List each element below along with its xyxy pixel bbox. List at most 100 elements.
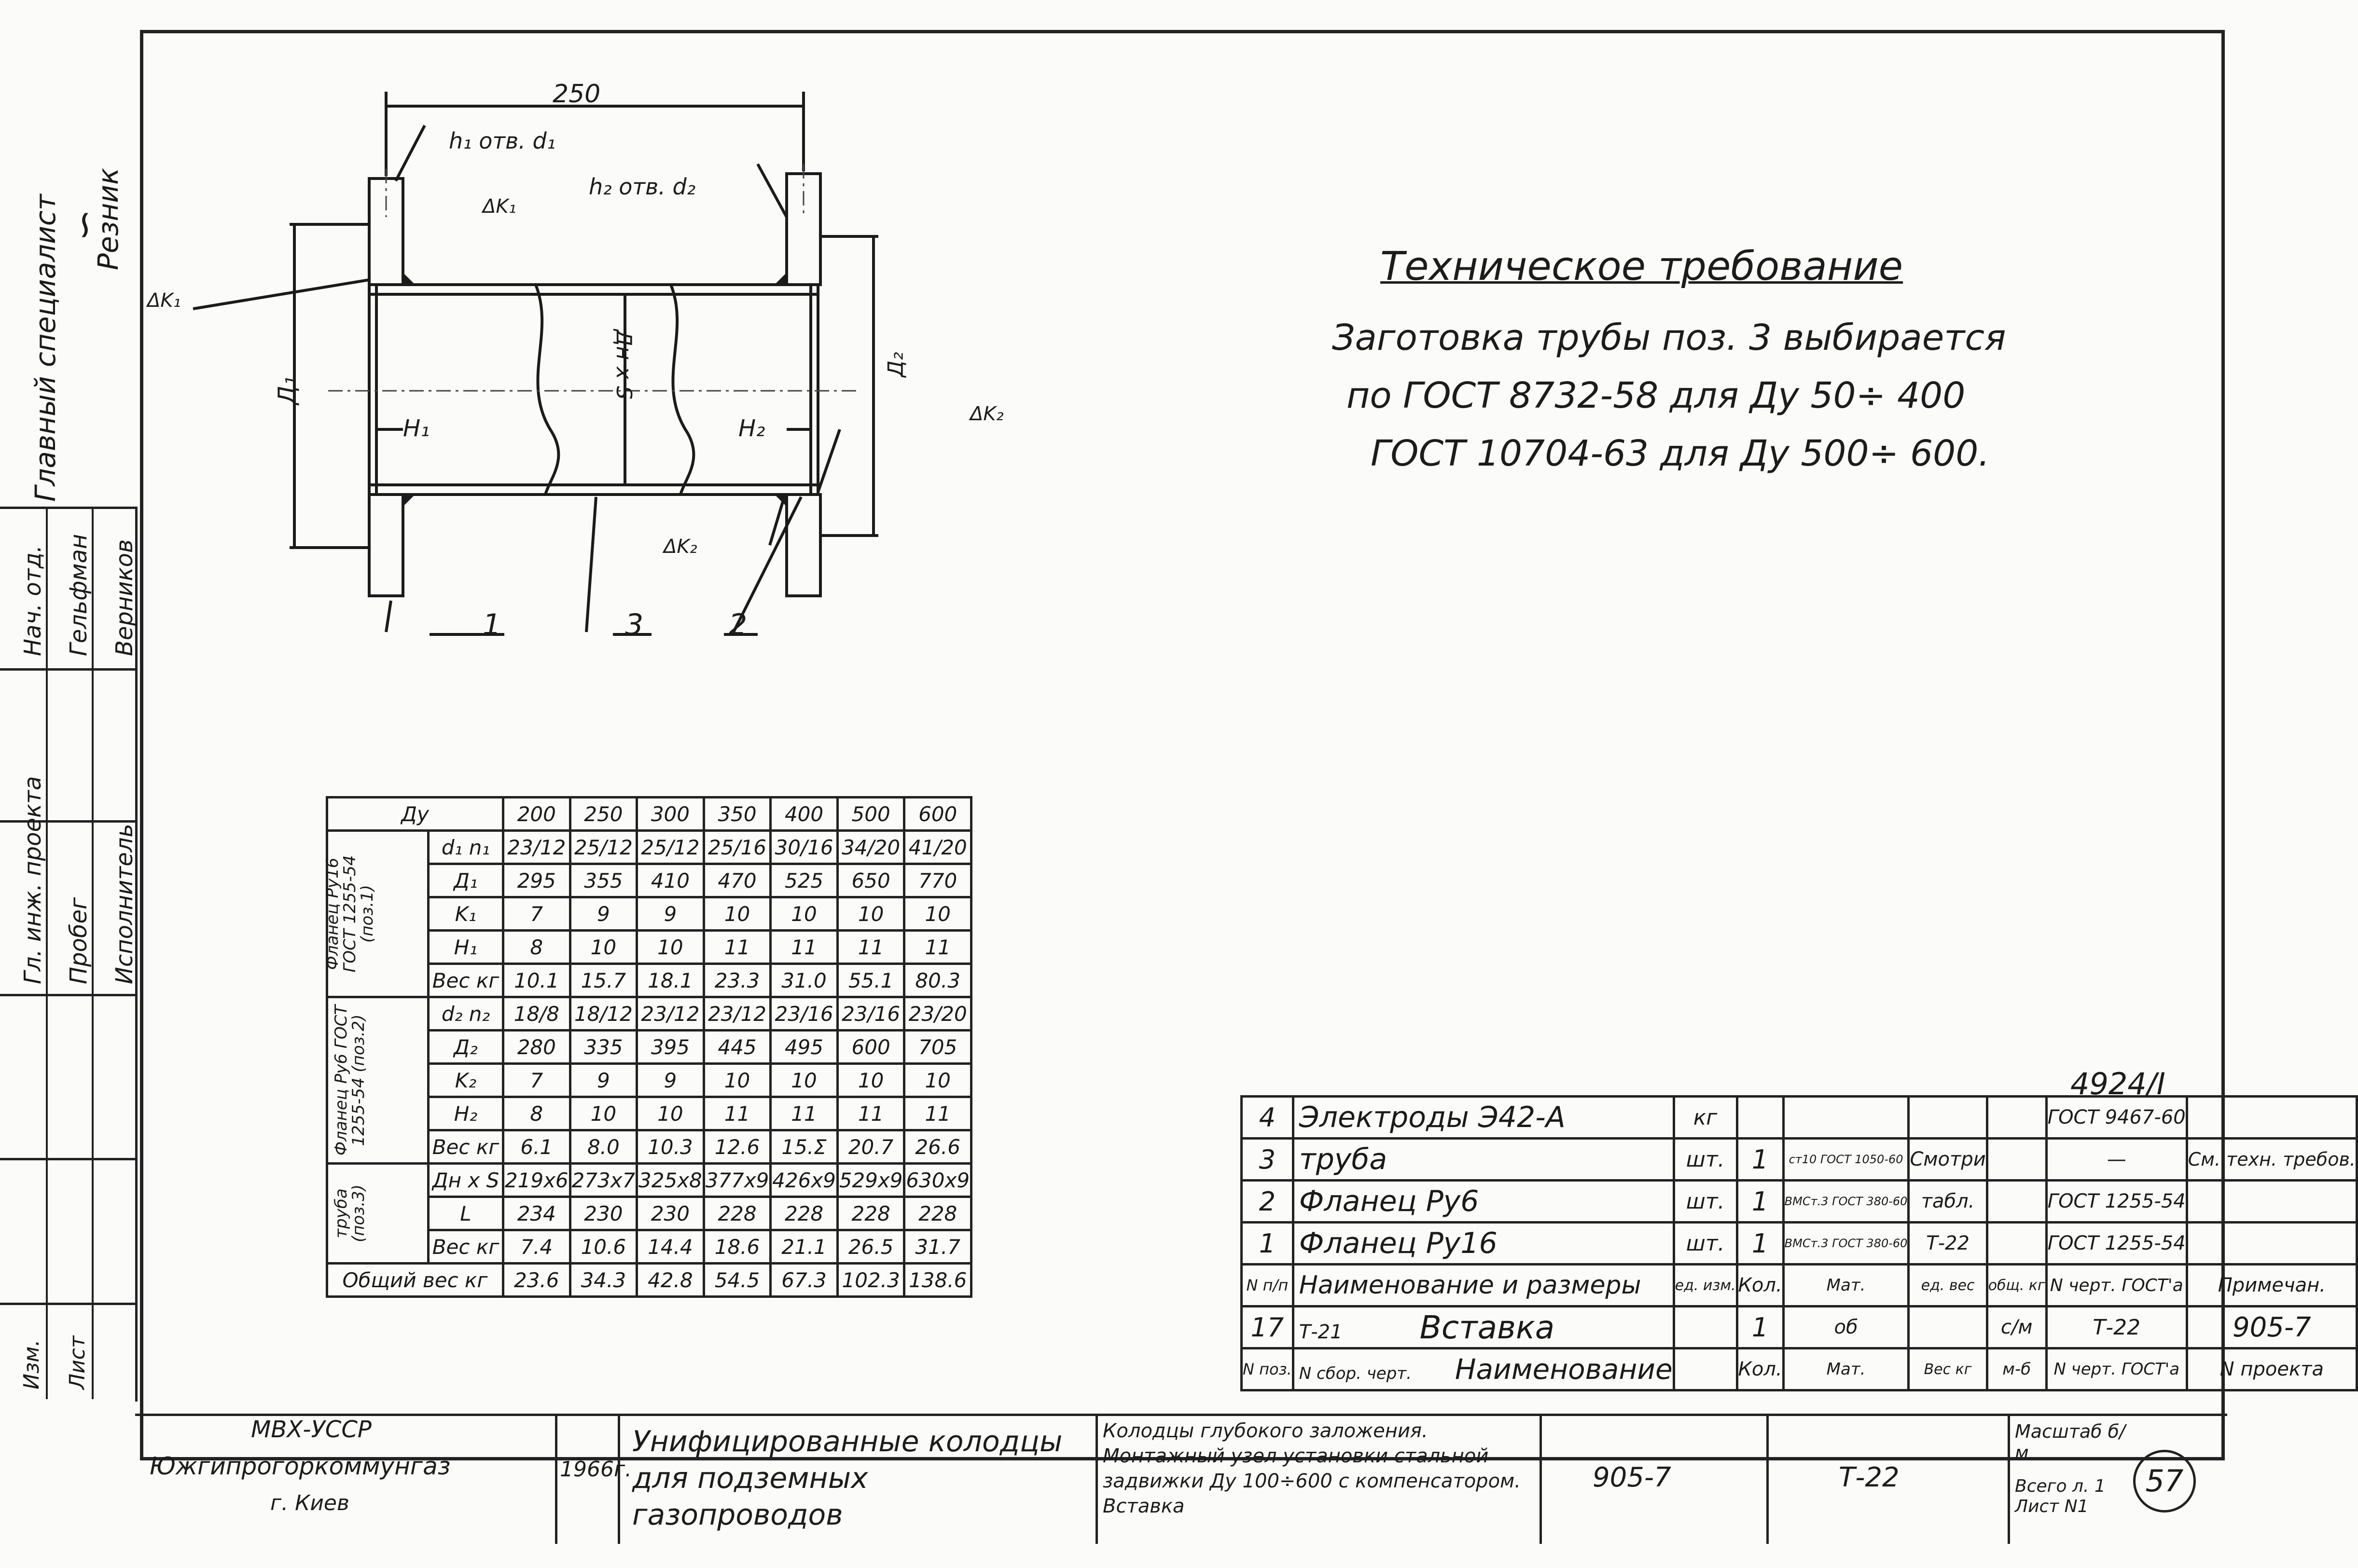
dims-column-header: 300	[636, 796, 705, 832]
title-block-top-line	[135, 1414, 2227, 1416]
spec-cell: 2	[1240, 1179, 1294, 1224]
dim-d2-label: Д₂	[883, 352, 908, 377]
dims-cell: 228	[903, 1196, 972, 1231]
project-title: Унифицированные колодцы для подземных га…	[632, 1425, 1063, 1532]
dims-cell: 9	[636, 896, 705, 932]
spec-cell	[2185, 1221, 2358, 1265]
spec-cell: N сбор. черт.Наименование	[1291, 1347, 1675, 1391]
stamp-row-3-value: Исполнитель	[111, 824, 138, 984]
dims-cell: 234	[502, 1196, 571, 1231]
spec-cell: Т-22	[1907, 1221, 1988, 1265]
spec-cell: ед. вес	[1907, 1263, 1988, 1307]
spec-cell: Кол.	[1735, 1347, 1785, 1391]
spec-cell: 1	[1735, 1305, 1785, 1349]
project-code: 905-7	[1593, 1462, 1671, 1493]
dims-cell: 470	[702, 863, 772, 898]
spec-cell: Примечан.	[2185, 1263, 2358, 1307]
spec-cell: кг	[1672, 1095, 1738, 1140]
dims-column-header: 200	[502, 796, 571, 832]
position-3-label: 3	[625, 608, 644, 642]
spec-cell: 3	[1240, 1137, 1294, 1182]
position-2-label: 2	[729, 608, 748, 642]
spec-cell	[1735, 1095, 1785, 1140]
dims-cell: 23/16	[836, 996, 906, 1032]
dims-column-header: 250	[569, 796, 638, 832]
spec-cell	[1907, 1095, 1988, 1140]
spec-cell: N проекта	[2185, 1347, 2358, 1391]
dims-cell: 10	[769, 896, 839, 932]
dims-cell: 10	[702, 896, 772, 932]
dims-cell: 377x9	[702, 1162, 772, 1198]
dims-group-label: Фланец Ру16 ГОСТ 1255-54 (поз.1)	[323, 829, 430, 998]
dims-cell: 18/12	[569, 996, 638, 1032]
spec-cell	[1985, 1221, 2048, 1265]
org-line-1: МВХ-УССР	[251, 1416, 372, 1443]
spec-cell: N п/п	[1240, 1263, 1294, 1307]
dims-header-label: Ду	[326, 796, 504, 832]
sheets-label: Всего л. 1 Лист N1	[2015, 1476, 2106, 1516]
dims-cell: 9	[636, 1062, 705, 1098]
dims-cell: 23/20	[903, 996, 972, 1032]
spec-cell: ВМСт.3 ГОСТ 380-60	[1782, 1221, 1910, 1265]
drawing-frame	[140, 30, 2225, 1460]
dims-cell: 10	[903, 896, 972, 932]
dims-cell: 23/12	[636, 996, 705, 1032]
dim-d1-label: Д₁	[273, 376, 301, 405]
dims-column-header: 500	[836, 796, 906, 832]
dims-cell: 30/16	[769, 829, 839, 865]
dims-cell: 11	[769, 929, 839, 965]
dims-cell: 10	[702, 1062, 772, 1098]
year: 1966г.	[560, 1457, 632, 1482]
dims-cell: 9	[569, 1062, 638, 1098]
dims-cell: 228	[769, 1196, 839, 1231]
spec-cell: табл.	[1907, 1179, 1988, 1224]
dims-group-label: труба (поз.3)	[326, 1162, 430, 1265]
dims-cell: 7.4	[502, 1229, 571, 1265]
dims-total-cell: 138.6	[903, 1262, 972, 1298]
dims-cell: 6.1	[502, 1129, 571, 1165]
dims-cell: 8.0	[569, 1129, 638, 1165]
dims-cell: 18.1	[636, 963, 705, 998]
dims-param: K₂	[427, 1062, 504, 1098]
dims-total-cell: 67.3	[769, 1262, 839, 1298]
weld-k2-bottom-label: ΔK₂	[664, 536, 697, 558]
requirements-line-2: по ГОСТ 8732-58 для Ду 50÷ 400	[1346, 375, 1966, 416]
spec-cell: ГОСТ 1255-54	[2045, 1221, 2188, 1265]
dims-param: Вес кг	[427, 1129, 504, 1165]
spec-cell: ГОСТ 9467-60	[2045, 1095, 2188, 1140]
weld-k2-right-label: ΔK₂	[970, 403, 1004, 425]
dims-cell: 25/12	[569, 829, 638, 865]
dims-cell: 705	[903, 1029, 972, 1065]
dims-cell: 445	[702, 1029, 772, 1065]
dims-cell: 12.6	[702, 1129, 772, 1165]
dims-param: Д₂	[427, 1029, 504, 1065]
spec-cell	[1782, 1095, 1910, 1140]
requirements-line-1: Заготовка трубы поз. 3 выбирается	[1332, 317, 2006, 358]
dims-cell: 55.1	[836, 963, 906, 998]
stamp-row-1-extra: Верников	[111, 539, 138, 656]
sheet-number: 57	[2133, 1450, 2196, 1513]
dims-cell: 11	[769, 1096, 839, 1131]
spec-cell: 4	[1240, 1095, 1294, 1140]
spec-cell: шт.	[1672, 1179, 1738, 1224]
dim-h2-label: H₂	[738, 415, 765, 442]
dims-cell: 25/12	[636, 829, 705, 865]
dims-cell: 10	[636, 929, 705, 965]
spec-cell: Фланец Ру6	[1291, 1179, 1675, 1224]
dims-cell: 26.5	[836, 1229, 906, 1265]
spec-cell: Мат.	[1782, 1347, 1910, 1391]
spec-cell: Фланец Ру16	[1291, 1221, 1675, 1265]
dims-param: Вес кг	[427, 1229, 504, 1265]
drawing-code: Т-22	[1839, 1462, 1900, 1493]
dims-cell: 10	[569, 929, 638, 965]
dims-cell: 34/20	[836, 829, 906, 865]
dims-param: L	[427, 1196, 504, 1231]
spec-cell: с/м	[1985, 1305, 2048, 1349]
weld-k1-left-label: ΔK₁	[147, 289, 181, 312]
spec-cell	[1985, 1179, 2048, 1224]
dims-cell: 10	[836, 896, 906, 932]
dims-group-label: Фланец Ру6 ГОСТ 1255-54 (поз.2)	[326, 996, 430, 1165]
dims-cell: 7	[502, 896, 571, 932]
weld-k1-top-label: ΔK₁	[483, 195, 516, 218]
dims-column-header: 400	[769, 796, 839, 832]
